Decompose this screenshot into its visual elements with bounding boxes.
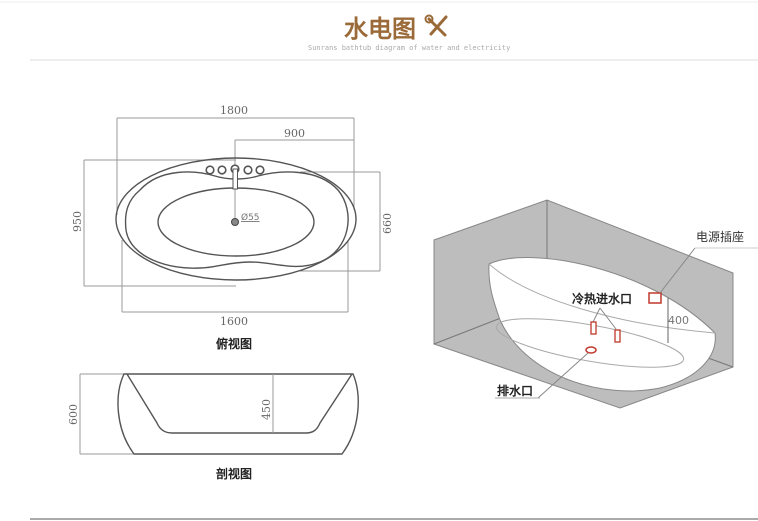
- dim-450: 450: [260, 399, 273, 420]
- faucet-spout: [232, 168, 238, 190]
- page-title: 水电图: [344, 15, 416, 43]
- tub-outer-rim: [115, 157, 357, 281]
- tools-icon: [424, 14, 448, 37]
- page-subtitle: Sunrans bathtub diagram of water and ele…: [308, 44, 510, 52]
- dim-1600: 1600: [220, 315, 248, 328]
- drain-label: 排水口: [497, 383, 533, 398]
- drain-outlet-icon: [585, 346, 597, 354]
- section-view: 600 450 剖视图: [67, 373, 359, 481]
- dim-600: 600: [67, 404, 80, 425]
- top-view: 1800 900 950 660 1600 Ø55 俯视图: [71, 104, 394, 351]
- tub-inner-rim: [124, 171, 349, 269]
- socket-height: 400: [668, 314, 689, 327]
- tub-3d: [488, 257, 716, 392]
- control-knobs: [205, 165, 265, 175]
- hot-inlet-icon: [614, 329, 621, 343]
- dim-1800: 1800: [220, 104, 248, 117]
- drain-icon: [231, 218, 239, 226]
- tub-section-outer: [117, 373, 359, 455]
- top-view-label: 俯视图: [216, 336, 252, 351]
- socket-label: 电源插座: [696, 229, 744, 244]
- section-view-label: 剖视图: [216, 466, 252, 481]
- dim-950: 950: [71, 211, 84, 232]
- cold-inlet-icon: [590, 321, 597, 335]
- dim-drain: Ø55: [241, 212, 260, 223]
- dim-660: 660: [381, 213, 394, 234]
- power-socket-icon: [648, 292, 662, 304]
- dim-900: 900: [284, 127, 305, 140]
- inlet-label: 冷热进水口: [572, 291, 632, 306]
- iso-view: 400 电源插座 冷热进水口 排水口: [433, 199, 758, 409]
- tub-section-inner: [126, 373, 353, 434]
